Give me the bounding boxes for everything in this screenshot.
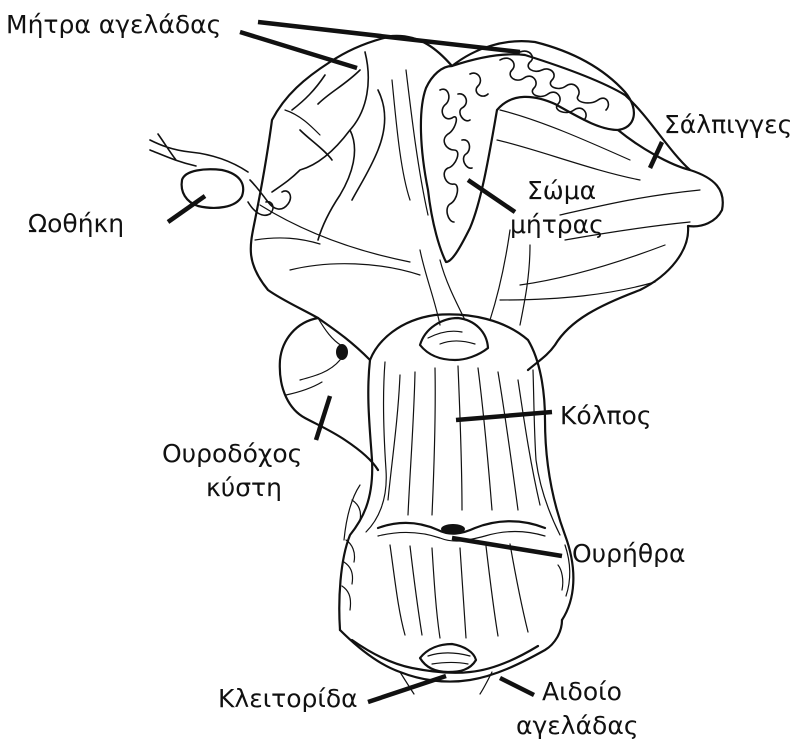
label-vulva-1: Αιδοίο xyxy=(542,677,622,706)
ovary-left xyxy=(182,169,244,208)
vestibular-gland-column xyxy=(342,485,361,610)
label-uterus-cow: Μήτρα αγελάδας xyxy=(6,10,221,39)
tube-left-fimbria xyxy=(150,134,290,215)
label-clitoris: Κλειτορίδα xyxy=(218,684,358,713)
leader-clitoris xyxy=(368,676,446,702)
cervix xyxy=(420,318,488,360)
label-uterine-body-1: Σώμα xyxy=(527,176,596,205)
leader-urethra xyxy=(452,538,562,556)
leader-fallopian xyxy=(650,142,662,168)
label-vulva-2: αγελάδας xyxy=(516,711,639,740)
label-ovary: Ωοθήκη xyxy=(28,209,124,238)
clitoris-shape xyxy=(420,644,476,672)
label-vagina: Κόλπος xyxy=(560,401,652,430)
label-fallopian-tubes: Σάλπιγγες xyxy=(664,110,792,139)
label-urethra: Ουρήθρα xyxy=(572,539,686,568)
urethra-opening xyxy=(441,524,465,534)
leader-vulva xyxy=(500,678,534,695)
label-bladder-2: κύστη xyxy=(206,473,282,502)
label-uterine-body-2: μήτρας xyxy=(510,210,604,239)
leader-uterine-body xyxy=(468,180,515,212)
leader-uterus-2 xyxy=(240,32,357,68)
leader-bladder xyxy=(316,396,330,440)
label-bladder-1: Ουροδόχος xyxy=(162,439,302,468)
